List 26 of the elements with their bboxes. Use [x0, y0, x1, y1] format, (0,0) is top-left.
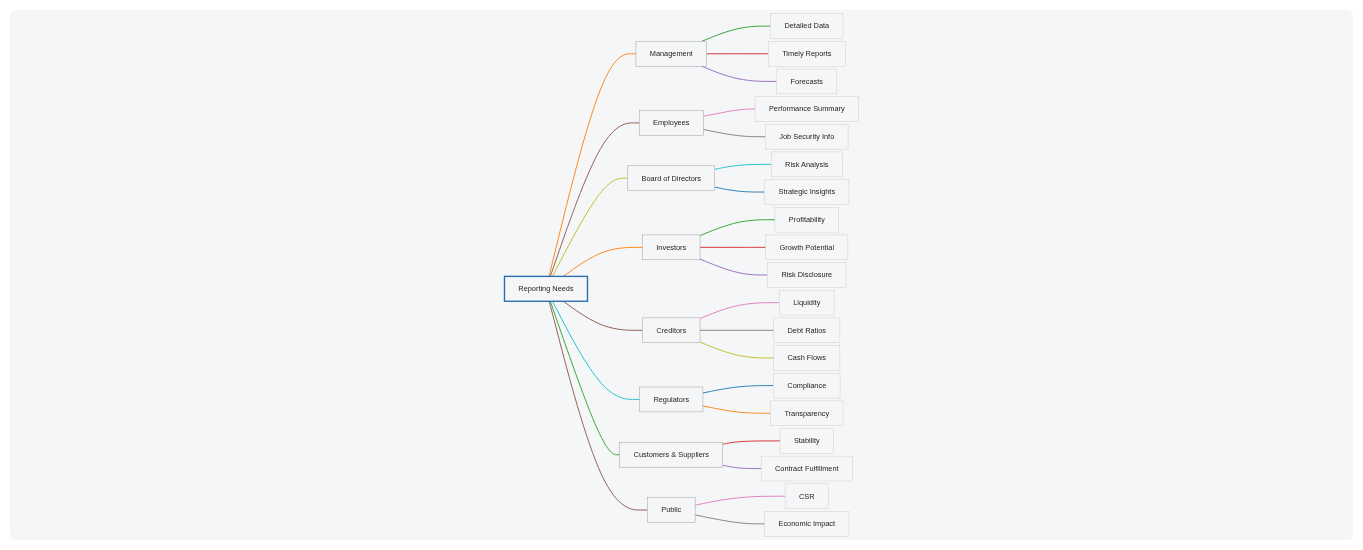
connector	[694, 495, 786, 506]
connector	[702, 385, 774, 394]
connector	[549, 122, 640, 277]
connector	[702, 129, 766, 138]
connector	[702, 108, 756, 117]
connector	[706, 53, 769, 55]
connector	[552, 177, 629, 277]
connector	[699, 246, 767, 248]
connector	[548, 300, 648, 511]
connector	[562, 300, 643, 331]
connector	[699, 329, 775, 331]
connector	[699, 302, 780, 319]
connector	[699, 219, 776, 237]
connector	[549, 300, 621, 456]
connector	[702, 405, 771, 414]
connector	[714, 163, 772, 170]
connector	[552, 300, 641, 400]
connector	[701, 25, 772, 42]
connector	[722, 440, 781, 445]
connector	[714, 186, 766, 193]
connector	[548, 53, 637, 277]
connector	[699, 258, 768, 276]
connector	[699, 341, 775, 359]
connector	[694, 514, 766, 525]
connector	[562, 246, 643, 277]
connector	[722, 464, 762, 470]
